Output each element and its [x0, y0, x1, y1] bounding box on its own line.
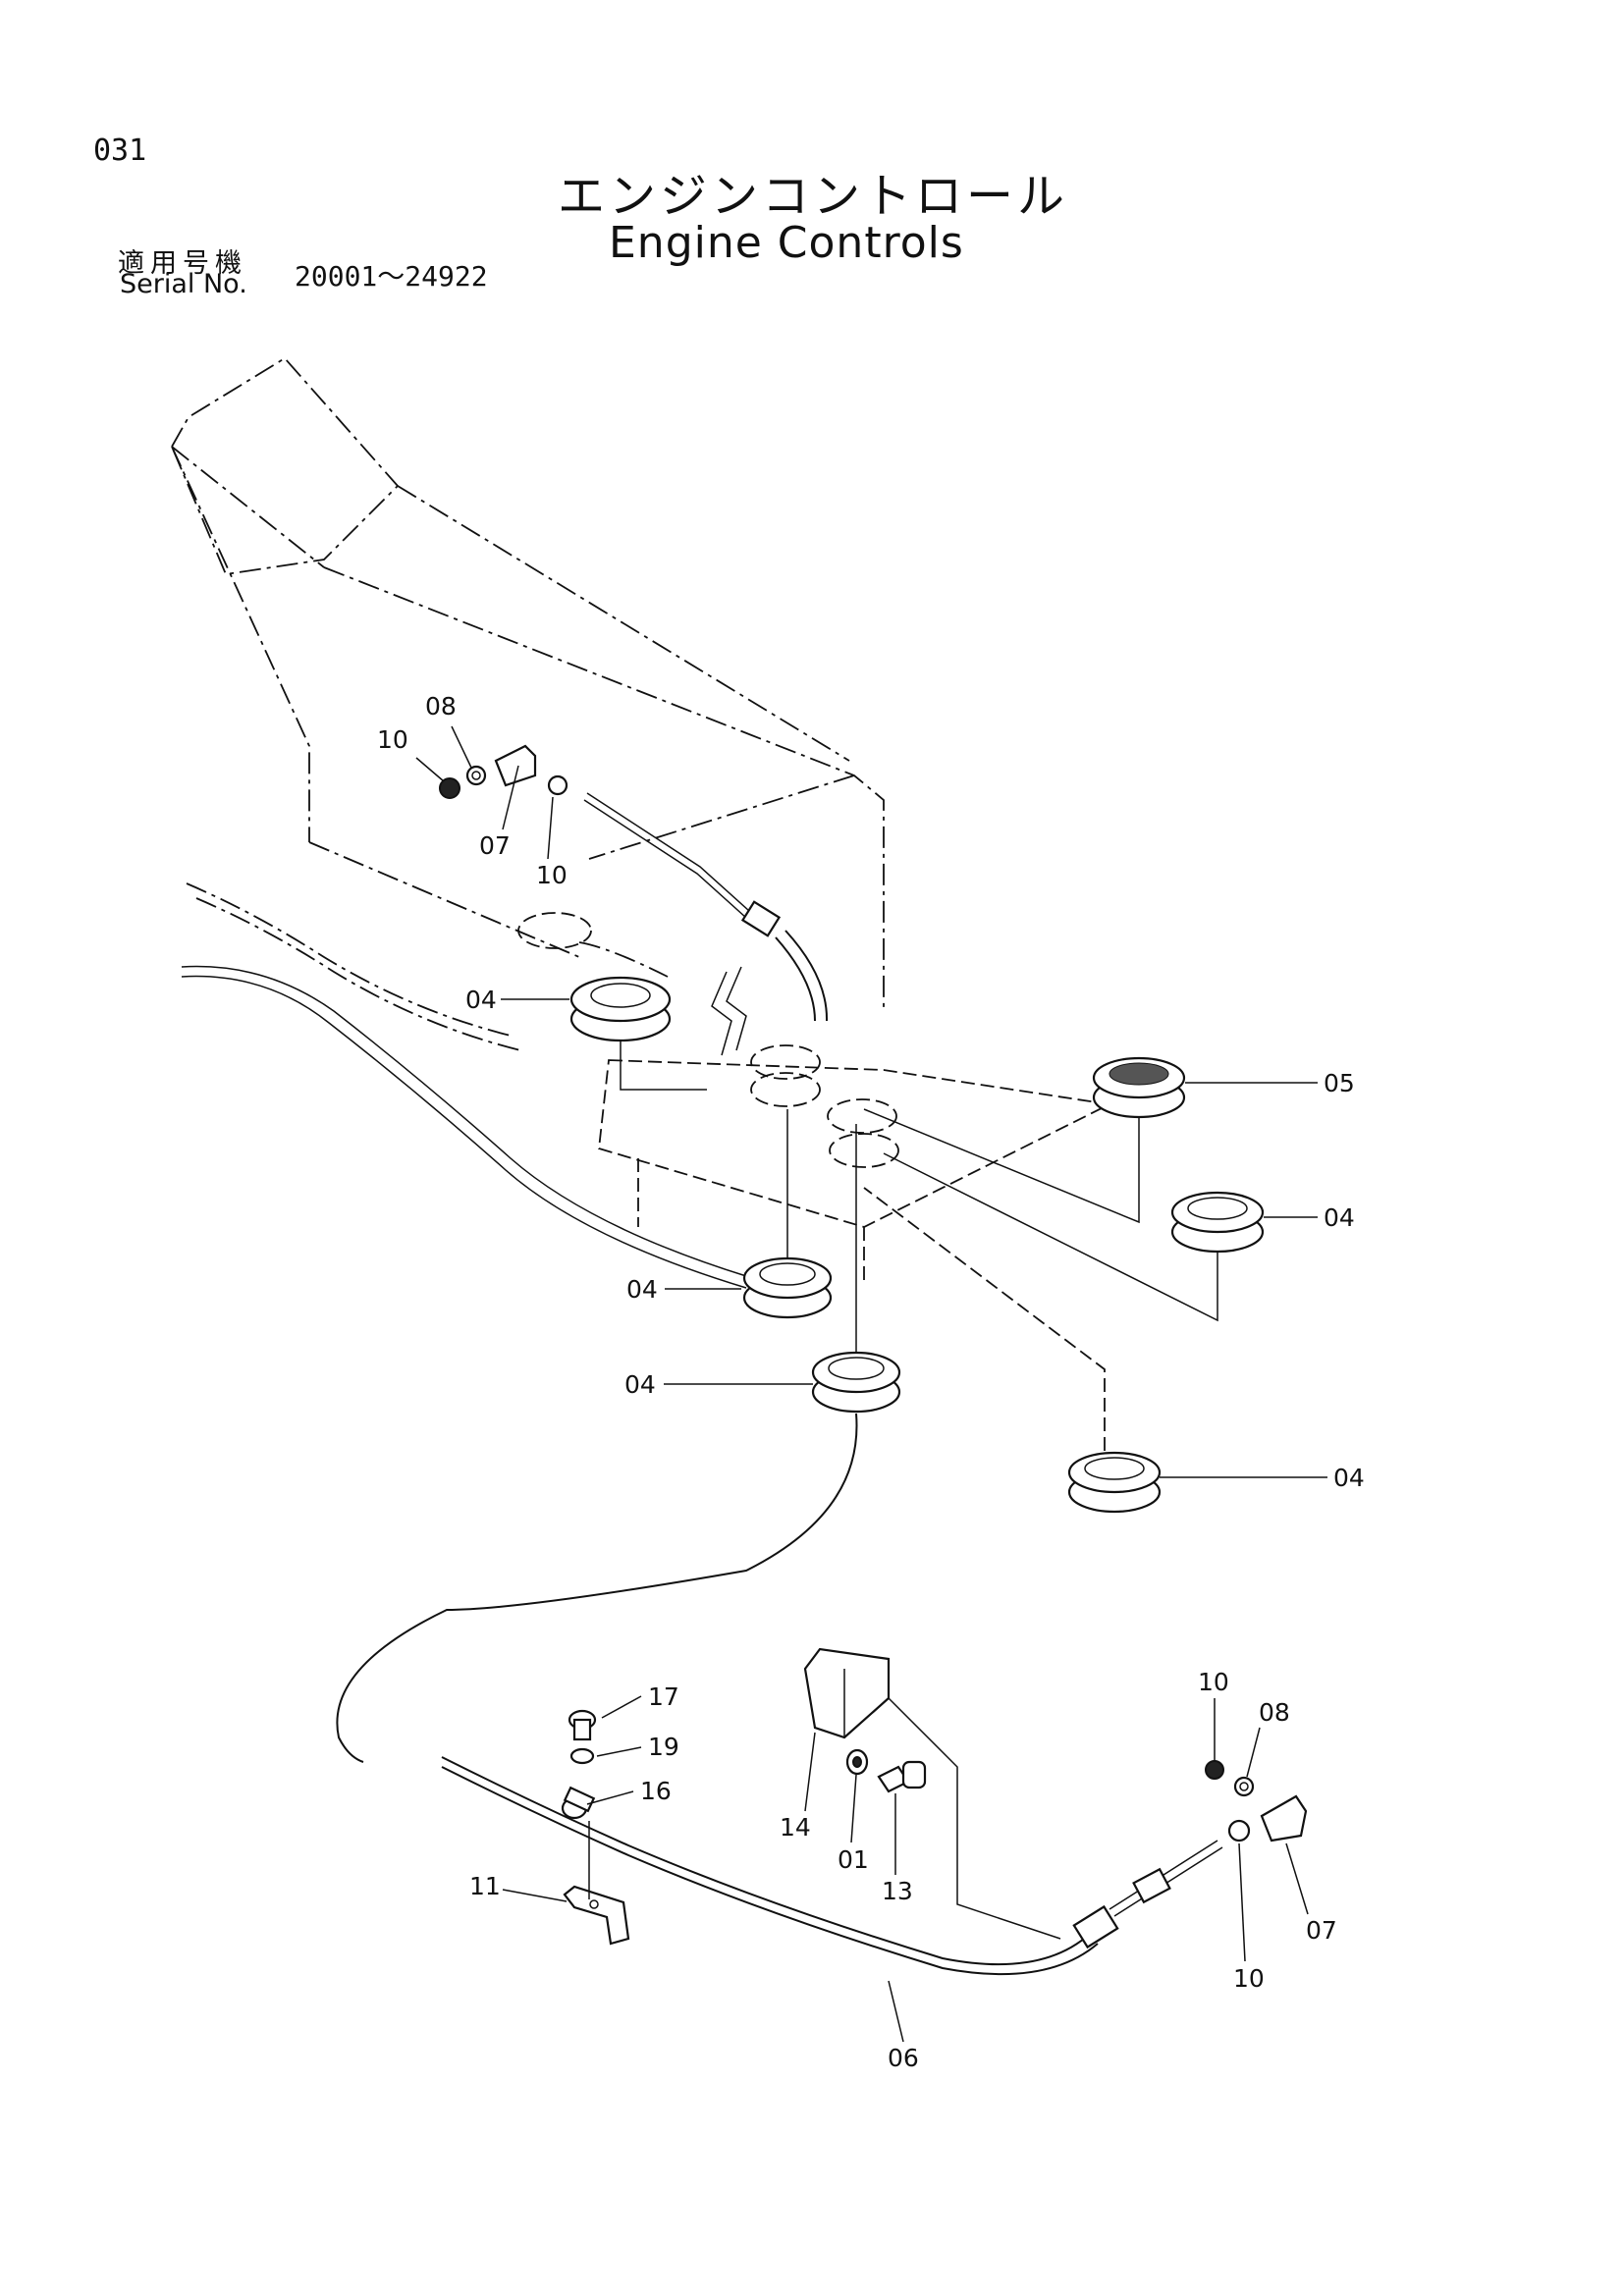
machine-frame-outline: [170, 356, 1112, 1289]
upper-fittings: [439, 744, 568, 799]
nut-icon: [547, 774, 568, 796]
ball-joint-icon: [1260, 1794, 1308, 1842]
nut-icon: [1205, 1760, 1224, 1780]
callout-19: 19: [648, 1733, 679, 1761]
washer-19: [569, 1747, 595, 1765]
grommet-04-a: [569, 976, 707, 1091]
callout-10-upper-left: 10: [377, 725, 408, 754]
callout-04-e: 04: [1333, 1464, 1365, 1492]
callout-14: 14: [780, 1813, 811, 1842]
grommet-04-b: [883, 1152, 1265, 1322]
serial-range: 20001～24922: [295, 260, 488, 293]
callout-08-upper: 08: [425, 692, 457, 721]
serial-label-english: Serial No.: [120, 269, 247, 299]
callout-10-lower-bottom: 10: [1233, 1964, 1265, 1993]
callouts: 10 08 07 10 04 05 04 04 04 04 17 19 16 1…: [377, 692, 1365, 2072]
nut-icon: [1227, 1819, 1251, 1842]
lower-fittings: [1132, 1760, 1308, 1904]
washer-icon: [1233, 1776, 1255, 1797]
callout-04-a: 04: [465, 986, 497, 1014]
page-title-japanese: エンジンコントロール: [558, 169, 1069, 224]
callout-07-upper: 07: [479, 831, 511, 860]
callout-11: 11: [469, 1872, 501, 1900]
callout-13: 13: [882, 1877, 913, 1905]
serial-label-japanese: 適用号機: [118, 248, 247, 279]
ball-joint-icon: [494, 744, 537, 787]
nut-icon: [439, 777, 460, 799]
callout-06: 06: [888, 2044, 919, 2072]
callout-10-lower-top: 10: [1198, 1668, 1229, 1696]
bracket-14: [803, 1647, 1061, 1940]
page-number: 031: [93, 133, 147, 168]
bolt-17: [568, 1709, 597, 1741]
callout-08-lower: 08: [1259, 1698, 1290, 1727]
grommet-04-c: [742, 1109, 833, 1319]
clamp-16: [561, 1786, 596, 1820]
callout-07-lower: 07: [1306, 1916, 1337, 1945]
leader-lines: [415, 725, 1327, 2043]
grommet-05: [863, 1056, 1186, 1224]
callout-10-upper-right: 10: [536, 861, 568, 889]
grommet-04-d: [811, 1124, 901, 1414]
washer-01: [845, 1748, 869, 1776]
bracket-11: [563, 1821, 630, 1946]
bolt-13: [877, 1760, 927, 1793]
callout-04-c: 04: [626, 1275, 658, 1304]
upper-throttle-cable: [583, 792, 829, 1056]
callout-04-b: 04: [1324, 1203, 1355, 1232]
callout-05: 05: [1324, 1069, 1355, 1097]
frame-holes: [517, 912, 899, 1168]
grommet-04-e: [863, 1187, 1162, 1514]
callout-16: 16: [640, 1777, 672, 1805]
callout-01: 01: [838, 1845, 869, 1874]
callout-04-d: 04: [624, 1370, 656, 1399]
throttle-cable-06: [336, 1413, 1223, 1976]
page-title-english: Engine Controls: [609, 218, 964, 268]
washer-icon: [465, 765, 487, 786]
callout-17: 17: [648, 1682, 679, 1711]
